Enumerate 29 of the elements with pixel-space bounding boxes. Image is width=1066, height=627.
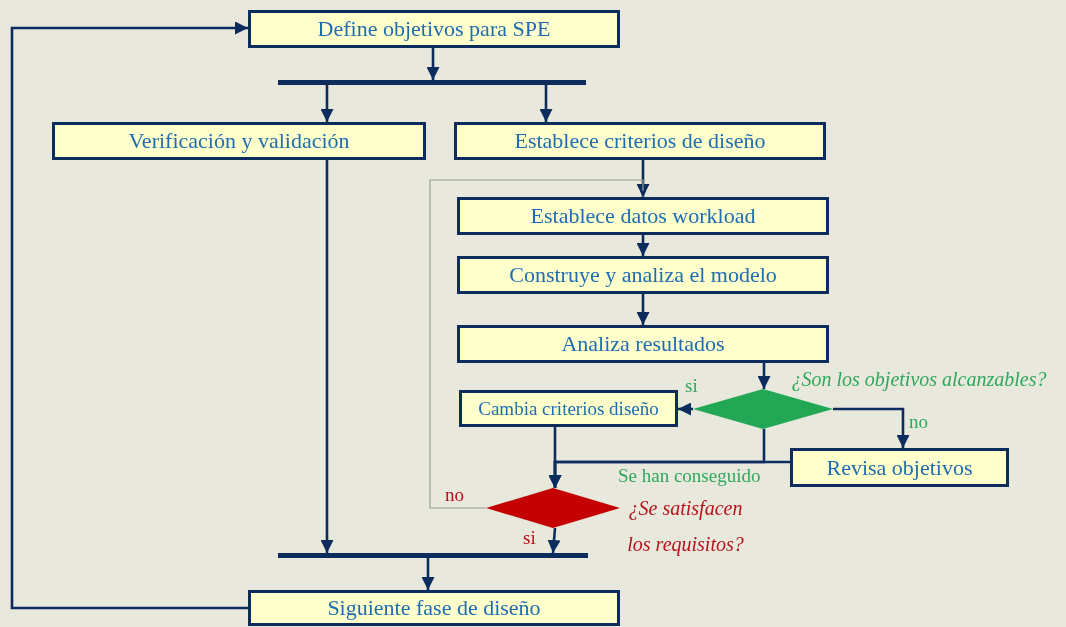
arrow — [429, 179, 646, 509]
sync-bar — [278, 553, 588, 558]
arrow — [421, 558, 435, 590]
process-box: Revisa objetivos — [790, 448, 1009, 487]
process-box: Verificación y validación — [52, 122, 426, 160]
sync-bar — [278, 80, 586, 85]
edge-label: Se han conseguido — [617, 466, 762, 487]
arrow — [426, 48, 440, 80]
arrow — [10, 21, 248, 610]
arrow — [320, 160, 334, 553]
process-box: Construye y analiza el modelo — [457, 256, 829, 294]
arrow — [548, 427, 562, 488]
question-text: ¿Son los objetivos alcanzables? — [790, 367, 1048, 393]
process-box: Cambia criterios diseño — [459, 390, 678, 427]
arrow — [539, 85, 553, 122]
arrow — [636, 235, 650, 256]
arrow — [678, 402, 693, 416]
arrow — [547, 527, 561, 554]
arrow — [757, 363, 771, 389]
arrow — [636, 294, 650, 325]
process-box: Analiza resultados — [457, 325, 829, 363]
question-text: ¿Se satisfacen los requisitos? — [626, 496, 745, 558]
process-box: Establece datos workload — [457, 197, 829, 235]
arrow — [833, 407, 910, 448]
arrow — [320, 85, 334, 122]
process-box: Establece criterios de diseño — [454, 122, 826, 160]
process-box: Siguiente fase de diseño — [248, 590, 620, 626]
decision-diamond — [486, 488, 620, 528]
process-box: Define objetivos para SPE — [248, 10, 620, 48]
